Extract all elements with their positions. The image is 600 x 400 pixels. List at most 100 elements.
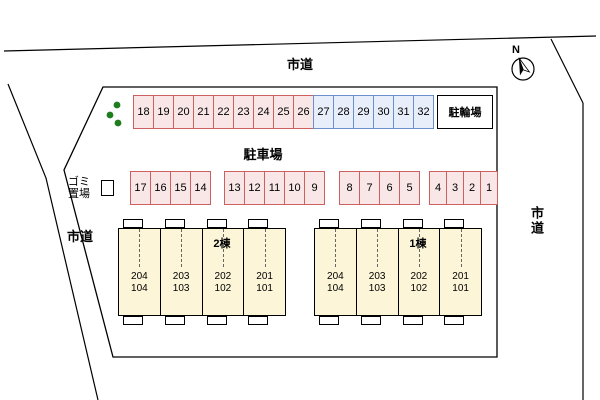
parking-space-12: 12: [244, 171, 265, 205]
unit-divider-dashed: [264, 229, 266, 267]
unit-lower-number: 103: [172, 283, 190, 294]
tree-icons: [106, 101, 122, 127]
parking-space-31: 31: [393, 95, 414, 129]
parking-lot-label: 駐車場: [243, 147, 283, 162]
road-label-right: 市道: [529, 206, 544, 236]
porch-box: [360, 219, 381, 228]
porch-box: [444, 219, 465, 228]
building-2-label: 2棟: [213, 238, 231, 250]
unit-upper-number: 202: [214, 271, 232, 282]
porch-box: [206, 219, 227, 228]
parking-space-25: 25: [273, 95, 294, 129]
parking-space-22: 22: [213, 95, 234, 129]
parking-group-17-14: 17 16 15 14: [130, 171, 211, 205]
balcony-box: [360, 316, 381, 325]
parking-space-1: 1: [480, 171, 498, 205]
road-corner-chamfer-line: [550, 38, 584, 104]
parking-space-20: 20: [173, 95, 194, 129]
parking-space-16: 16: [150, 171, 171, 205]
unit-upper-number: 201: [452, 271, 469, 282]
building-2-unit-203-103: 203 103: [161, 219, 203, 325]
parking-space-28: 28: [333, 95, 354, 129]
balcony-box: [402, 316, 423, 325]
parking-space-17: 17: [130, 171, 151, 205]
parking-space-29: 29: [353, 95, 374, 129]
parking-space-3: 3: [446, 171, 464, 205]
unit-lower-number: 101: [256, 283, 273, 294]
unit-lower-number: 102: [214, 283, 232, 294]
porch-box: [402, 219, 423, 228]
parking-space-9: 9: [304, 171, 325, 205]
unit-divider-dashed: [181, 229, 183, 267]
balcony-box: [123, 316, 143, 325]
building-2-unit-202-102: 202 102: [203, 219, 245, 325]
unit-divider-dashed: [418, 229, 420, 267]
unit-lower-number: 102: [410, 283, 428, 294]
unit-number-label: 202 102: [203, 271, 244, 295]
balcony-box: [164, 316, 185, 325]
parking-space-13: 13: [224, 171, 245, 205]
bicycle-parking-area: 駐輪場: [437, 95, 493, 129]
building-1-unit-204-104: 204 104: [315, 219, 357, 325]
porch-box: [319, 219, 339, 228]
road-left-outer-line: [7, 83, 99, 400]
building-1-unit-203-103: 203 103: [357, 219, 399, 325]
building-2: 2棟 204 104 203 103 202 102: [118, 219, 286, 325]
building-2-unit-201-101: 201 101: [244, 219, 285, 325]
unit-upper-number: 201: [256, 271, 273, 282]
unit-number-label: 204 104: [315, 271, 356, 295]
unit-upper-number: 203: [172, 271, 190, 282]
unit-lower-number: 104: [131, 283, 148, 294]
parking-group-13-9: 13 12 11 10 9: [224, 171, 325, 205]
unit-upper-number: 203: [368, 271, 386, 282]
parking-space-24: 24: [253, 95, 274, 129]
unit-number-label: 201 101: [244, 271, 285, 295]
tree-icon: [114, 119, 122, 127]
building-1: 1棟 204 104 203 103 202 102: [314, 219, 482, 325]
parking-space-6: 6: [379, 171, 400, 205]
balcony-box: [319, 316, 339, 325]
parking-group-4-1: 4 3 2 1: [429, 171, 498, 205]
tree-icon: [113, 101, 121, 109]
parking-space-18: 18: [133, 95, 154, 129]
unit-lower-number: 101: [452, 283, 469, 294]
parking-space-2: 2: [463, 171, 481, 205]
parking-group-8-5: 8 7 6 5: [339, 171, 420, 205]
unit-divider-dashed: [377, 229, 379, 267]
road-label-top: 市道: [287, 57, 314, 72]
parking-space-19: 19: [153, 95, 174, 129]
building-1-label: 1棟: [409, 238, 427, 250]
parking-space-21: 21: [193, 95, 214, 129]
parking-space-26: 26: [293, 95, 314, 129]
parking-space-32: 32: [413, 95, 434, 129]
building-1-unit-202-102: 202 102: [399, 219, 441, 325]
unit-number-label: 203 103: [161, 271, 202, 295]
balcony-box: [206, 316, 227, 325]
unit-upper-number: 202: [410, 271, 428, 282]
parking-space-8: 8: [339, 171, 360, 205]
parking-space-15: 15: [170, 171, 191, 205]
parking-space-14: 14: [190, 171, 211, 205]
porch-box: [164, 219, 185, 228]
parking-space-11: 11: [264, 171, 285, 205]
parking-row-upper: 18 19 20 21 22 23 24 25 26 27 28 29 30 3…: [133, 95, 434, 129]
unit-lower-number: 103: [368, 283, 386, 294]
building-1-unit-201-101: 201 101: [440, 219, 481, 325]
parking-space-23: 23: [233, 95, 254, 129]
parking-space-30: 30: [373, 95, 394, 129]
parking-space-10: 10: [284, 171, 305, 205]
unit-divider-dashed: [335, 229, 337, 267]
balcony-box: [248, 316, 269, 325]
unit-number-label: 204 104: [119, 271, 160, 295]
unit-number-label: 202 102: [399, 271, 440, 295]
bicycle-parking-label: 駐輪場: [448, 107, 482, 119]
unit-upper-number: 204: [327, 271, 344, 282]
parking-space-7: 7: [359, 171, 380, 205]
unit-number-label: 203 103: [357, 271, 398, 295]
porch-box: [248, 219, 269, 228]
parking-space-5: 5: [399, 171, 420, 205]
building-2-unit-204-104: 204 104: [119, 219, 161, 325]
tree-icon: [106, 111, 114, 119]
garbage-storage-label: ゴミ置場: [68, 176, 90, 200]
